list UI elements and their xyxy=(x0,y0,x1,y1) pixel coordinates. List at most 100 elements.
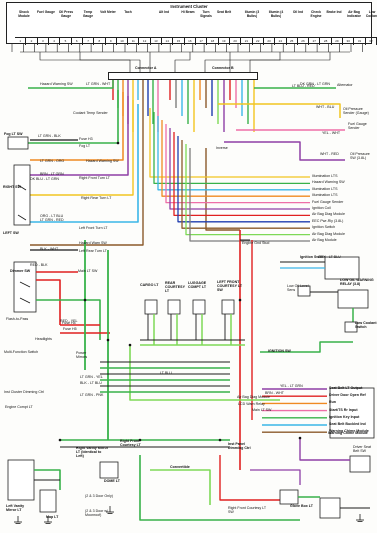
label-item: Right Rear Turn LT xyxy=(81,196,112,200)
label-item: Air Bag Diag Module xyxy=(312,212,345,217)
label-driver-seat-belt: Driver Seat Belt SW xyxy=(353,445,371,453)
cluster-pin: 9 xyxy=(106,38,117,45)
cluster-pin: 12 xyxy=(139,38,151,45)
label-coolant-temp: Coolant Temp Sender xyxy=(73,111,108,115)
turn-switch-box xyxy=(13,164,31,226)
label-power-mirrors: Power Mirrors xyxy=(76,351,88,359)
splice-dot xyxy=(58,438,62,442)
cluster-pin: 26 xyxy=(298,38,310,45)
seatbelt-wire xyxy=(299,438,350,461)
switch-contact xyxy=(17,214,27,221)
label-flash-to-pass: Flash-to-Pass xyxy=(6,317,29,321)
wire-color-label: LT BLU xyxy=(160,371,172,375)
label-glove-box: Glove Box LT xyxy=(290,504,313,508)
splice-dot xyxy=(238,298,242,302)
label-item: Start/TS Rr Input xyxy=(329,407,358,412)
gauge-label: Tach xyxy=(124,10,132,14)
label-item: Air Bag Diag Module xyxy=(312,231,345,236)
ignition-sw-feed xyxy=(260,341,353,353)
lamp-box xyxy=(144,299,158,315)
cluster-pin: 24 xyxy=(275,38,287,45)
label-two-three-door-b: (2 & 3 Door w/ Moonroof) xyxy=(85,509,108,517)
label-fuel-gauge-sender: Fuel Gauge Sender xyxy=(348,122,367,130)
label-item: Seat Belt LT Output xyxy=(329,386,363,390)
wire-vanity xyxy=(34,469,61,490)
wire-color-label: WHT - BLU xyxy=(316,105,335,109)
splice-dot xyxy=(106,338,110,342)
label-left-vanity: Left Vanity Mirror LT xyxy=(6,504,25,512)
label-fog-lt-sw: Fog LT SW xyxy=(4,132,23,136)
wire-color-label: LT BLU - RED xyxy=(292,84,315,88)
label-right-sw: RIGHT SW xyxy=(3,185,21,189)
label-oil-pressure-sender: Oil Pressure Sender (Gauge) xyxy=(343,107,369,115)
wire-color-label: BLK - WHT xyxy=(40,247,59,251)
label-item: Ignition Coil xyxy=(312,206,331,210)
label-main-lt-sw: Main LT SW xyxy=(252,408,272,412)
cluster-feed xyxy=(249,52,331,72)
label-item: Ignition Key Input xyxy=(329,414,360,419)
gauge-label: Turn Signals xyxy=(200,10,212,18)
cluster-pin: 7 xyxy=(83,38,95,45)
cluster-pin: 8 xyxy=(94,38,106,45)
wire-courtesy xyxy=(139,455,300,521)
cluster-pin: 3 xyxy=(38,38,49,45)
cluster-pin: 18 xyxy=(207,38,219,45)
wire-color-label: GRY - LT BLU xyxy=(318,255,341,259)
label-item: Driver Door Open Ref xyxy=(329,393,366,398)
cluster-pin: 14 xyxy=(162,38,174,45)
label-luggage-compt: LUGGAGE COMPT LT xyxy=(188,281,207,289)
label-warning-chime: Warning Chime Module xyxy=(328,431,368,435)
label-right-front-courtesy: Right Front Courtesy LT xyxy=(120,439,141,447)
label-item: Fuse H4 xyxy=(62,321,76,325)
wire-hazard-2 xyxy=(30,92,124,161)
cluster-pin: 32 xyxy=(366,38,377,45)
splice-dot xyxy=(116,141,120,145)
switch-contact xyxy=(19,297,31,304)
gauge-label: Oil Ind xyxy=(292,10,304,14)
cluster-pin: 30 xyxy=(343,38,355,45)
switch-contact xyxy=(19,281,31,288)
dome-lt-box xyxy=(99,461,119,479)
wire-color-label: LT GRN - WHT xyxy=(86,82,111,86)
label-right-vanity: Right Vanity Mirror LT (Identical to Lef… xyxy=(76,446,109,458)
splice-dot xyxy=(298,436,302,440)
connector-a xyxy=(108,72,258,80)
label-item: Left Rear Turn LT xyxy=(79,249,107,253)
cluster-pin: 27 xyxy=(309,38,321,45)
wire-color-label: YEL - LT GRN xyxy=(280,384,303,388)
label-headlights: Headlights xyxy=(35,337,52,341)
glove-box-lt-box xyxy=(279,489,299,505)
label-right-front-courtesy-sw: Right Front Courtesy LT SW xyxy=(228,506,267,514)
cluster-feed xyxy=(229,52,281,72)
wire-convertible xyxy=(150,469,211,505)
label-inverse: Inverse xyxy=(216,146,228,150)
wire-color-label: BLK - LT BLU xyxy=(80,381,102,385)
label-lcd-warn-relay: LCD Warn Relay xyxy=(238,402,265,406)
label-inst-panel-dimming: Inst Panel Dimming Ctrl xyxy=(228,442,251,450)
driver-seatbelt-box xyxy=(349,455,371,473)
wire-fuse xyxy=(36,279,61,325)
wire-color-label: DK BLU - LT GRN xyxy=(30,177,60,181)
gauge-label: Check Engine xyxy=(310,10,322,18)
wire-color-label: LT GRN - BLK xyxy=(38,134,61,138)
wire-right-front xyxy=(30,96,129,176)
label-hazard-warning: Hazard Warning SW xyxy=(40,82,73,86)
label-item: Hazard Warning SW xyxy=(86,159,119,163)
cluster-pin: 17 xyxy=(196,38,208,45)
gauge-label: Low Coolant xyxy=(365,10,377,18)
wire-hazard xyxy=(28,80,114,89)
label-rear-courtesy: REAR COURTESY LT xyxy=(165,281,185,293)
wire-bus-run xyxy=(177,136,310,223)
wire-dimming xyxy=(219,455,280,501)
splice-dot xyxy=(128,343,132,347)
wire-bus-run xyxy=(185,144,310,236)
wire-headlight xyxy=(36,299,101,340)
wire-color-label: BRN - LT GRN xyxy=(40,172,64,176)
gauge-label: Hi Beam xyxy=(181,10,195,14)
label-left-sw: LEFT SW xyxy=(3,231,19,235)
cluster-pin: 10 xyxy=(117,38,129,45)
map-lt-box xyxy=(39,489,57,513)
cluster-pin: 15 xyxy=(173,38,185,45)
